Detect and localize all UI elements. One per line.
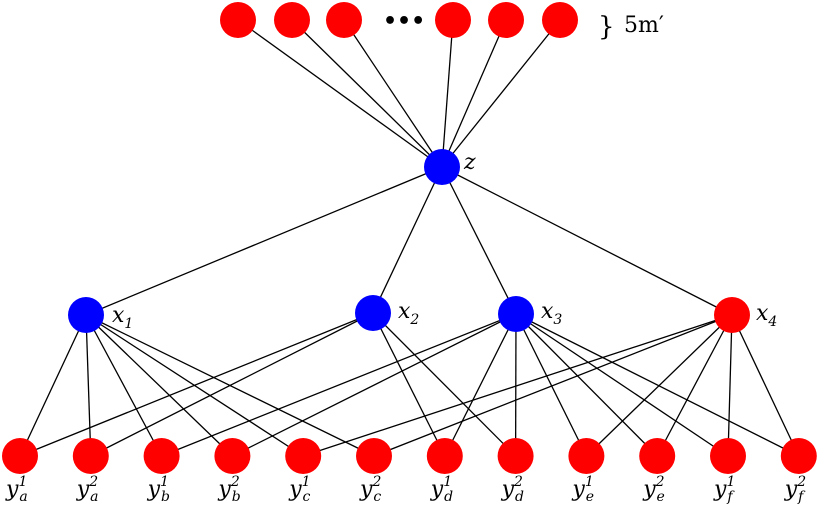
hub-node [424,149,460,185]
edge-mid-4-to-bottom-6 [373,314,733,457]
bottom-node-8 [497,438,534,474]
bottom-node-4 [214,438,251,474]
edge-mid-2-to-bottom-1 [19,312,374,457]
edge-hub-to-mid-1 [85,166,443,316]
edge-mid-4-to-bottom-10 [656,314,733,457]
bottom-node-9 [568,438,605,474]
edge-mid-4-to-bottom-5 [302,314,733,457]
top-count-label: 5m′ [624,13,664,38]
bottom-node-10 [639,438,676,474]
edge-top-4-to-hub [441,19,454,168]
edge-hub-to-mid-2 [372,166,443,314]
edge-top-3-to-hub [343,19,443,168]
top-node-2 [274,2,310,38]
mid-node-1 [68,297,104,333]
bottom-node-5 [285,438,322,474]
mid-label-4: x4 [756,301,777,330]
edge-mid-3-to-bottom-12 [515,313,800,457]
bottom-node-12 [780,438,817,474]
bottom-node-7 [426,438,463,474]
mid-label-1: x1 [112,303,133,332]
bottom-node-1 [2,438,38,474]
edge-top-6-to-hub [441,19,561,168]
edge-mid-1-to-bottom-4 [85,314,233,457]
edge-mid-3-to-bottom-3 [161,313,517,457]
top-brace: } [598,12,615,42]
edges [19,19,800,457]
mid-node-3 [498,296,534,332]
edge-mid-4-to-bottom-12 [731,314,800,457]
edge-mid-2-to-bottom-2 [90,312,374,457]
top-ellipsis: ••• [383,9,425,34]
top-node-5 [488,2,524,38]
edge-mid-3-to-bottom-7 [444,313,517,457]
top-node-4 [435,2,471,38]
edge-mid-3-to-bottom-10 [515,313,658,457]
hub-label: z [463,150,476,175]
nodes [2,2,817,474]
edge-top-1-to-hub [237,19,443,168]
bottom-node-6 [356,438,392,474]
mid-node-2 [355,295,391,331]
top-node-3 [326,2,362,38]
mid-label-2: x2 [398,299,419,328]
top-node-1 [220,2,256,38]
edge-hub-to-mid-4 [441,166,733,316]
bottom-node-3 [143,438,180,474]
edge-top-2-to-hub [291,19,443,168]
edge-mid-3-to-bottom-4 [232,313,517,457]
edge-hub-to-mid-3 [441,166,517,315]
edge-top-5-to-hub [441,19,507,168]
edge-mid-1-to-bottom-1 [19,314,87,457]
edge-mid-1-to-bottom-2 [85,314,92,457]
edge-mid-4-to-bottom-9 [585,314,733,457]
edge-mid-2-to-bottom-7 [372,312,446,457]
edge-mid-3-to-bottom-11 [515,313,729,457]
edge-mid-4-to-bottom-11 [727,314,733,457]
edge-mid-2-to-bottom-8 [372,312,517,457]
edge-mid-3-to-bottom-9 [515,313,587,457]
mid-node-4 [714,297,750,333]
edge-mid-1-to-bottom-3 [85,314,163,457]
bottom-node-2 [72,438,109,474]
top-node-6 [542,2,578,38]
mid-label-3: x3 [541,299,562,328]
bottom-node-11 [710,438,746,474]
